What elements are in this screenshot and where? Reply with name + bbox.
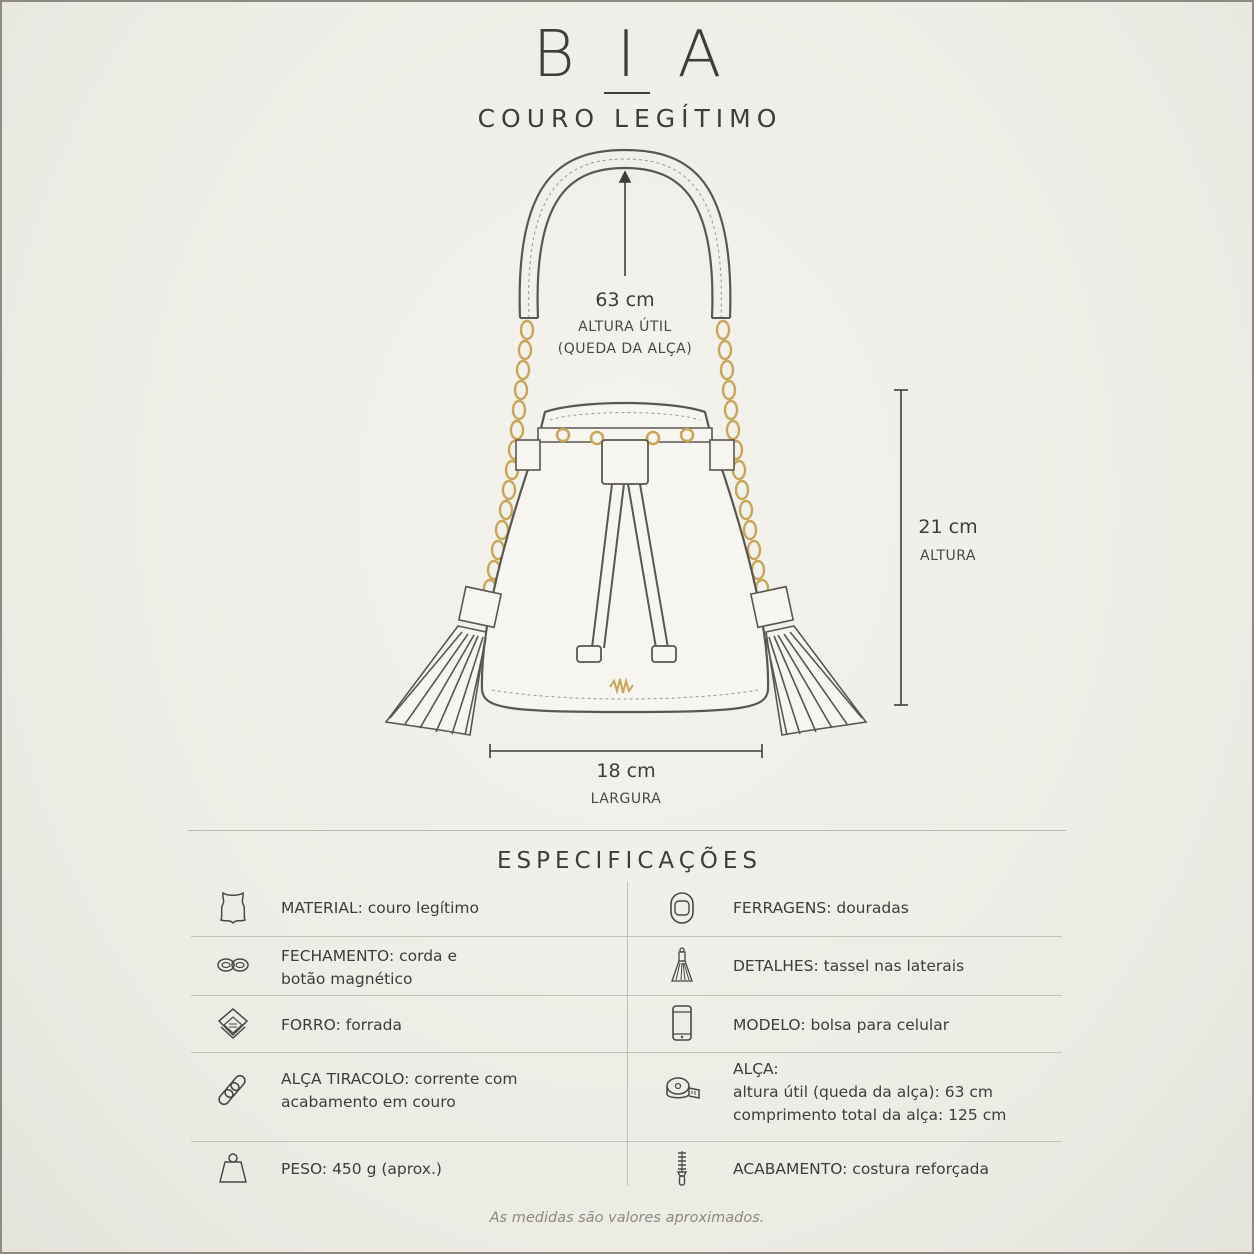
tassel-icon bbox=[671, 947, 693, 982]
spec-key: MATERIAL bbox=[281, 899, 358, 917]
hardware-ring-icon bbox=[670, 892, 694, 924]
spec-alca-tiracolo: ALÇA TIRACOLO: corrente com acabamento e… bbox=[281, 1068, 611, 1114]
width-dimension-line bbox=[489, 744, 763, 758]
spec-ferragens: FERRAGENS: douradas bbox=[733, 897, 1063, 920]
specs-title: ESPECIFICAÇÕES bbox=[496, 848, 763, 874]
brand-subtitle: COURO LEGÍTIMO bbox=[477, 104, 783, 133]
bag-illustration bbox=[384, 148, 908, 758]
measuring-tape-icon bbox=[666, 1077, 700, 1099]
bag-body bbox=[480, 401, 770, 714]
brand-underline bbox=[604, 92, 650, 94]
brand-title: BIA bbox=[532, 18, 764, 92]
zipper-icon bbox=[676, 1151, 688, 1186]
chain-link-icon bbox=[218, 1074, 246, 1106]
spec-key: FORRO bbox=[281, 1016, 336, 1034]
cord-loop-icon bbox=[217, 958, 249, 972]
lining-fabric-icon bbox=[217, 1008, 249, 1040]
spec-value: : 450 g (aprox.) bbox=[321, 1160, 442, 1178]
phone-icon bbox=[672, 1005, 692, 1041]
spec-value-line2: acabamento em couro bbox=[281, 1093, 456, 1111]
weight-icon bbox=[219, 1153, 247, 1183]
spec-acabamento: ACABAMENTO: costura reforçada bbox=[733, 1158, 1063, 1181]
spec-value: : douradas bbox=[826, 899, 909, 917]
spec-key: ALÇA bbox=[733, 1060, 774, 1078]
specs-row-divider bbox=[191, 936, 1062, 937]
spec-value-line3: comprimento total da alça: 125 cm bbox=[733, 1106, 1007, 1124]
spec-value: : costura reforçada bbox=[842, 1160, 989, 1178]
specs-row-divider bbox=[191, 1141, 1062, 1142]
spec-key: PESO bbox=[281, 1160, 322, 1178]
height-dimension-value: 21 cm bbox=[918, 516, 978, 538]
spec-fechamento: FECHAMENTO: corda e botão magnético bbox=[281, 945, 611, 991]
spec-alca: ALÇA: altura útil (queda da alça): 63 cm… bbox=[733, 1058, 1063, 1127]
strap-dimension-label: ALTURA ÚTIL bbox=[578, 319, 672, 335]
width-dimension-label: LARGURA bbox=[590, 791, 662, 807]
spec-modelo: MODELO: bolsa para celular bbox=[733, 1014, 1063, 1037]
specs-column-divider bbox=[627, 882, 628, 1186]
spec-value-line2: botão magnético bbox=[281, 970, 413, 988]
spec-value: : corrente com bbox=[404, 1070, 518, 1088]
width-dimension-value: 18 cm bbox=[596, 760, 656, 782]
specs-row-divider bbox=[191, 995, 1062, 996]
strap-dimension-arrow bbox=[618, 170, 632, 276]
spec-forro: FORRO: forrada bbox=[281, 1014, 611, 1037]
height-dimension-label: ALTURA bbox=[920, 548, 976, 564]
spec-detalhes: DETALHES: tassel nas laterais bbox=[733, 955, 1063, 978]
section-divider bbox=[188, 830, 1066, 831]
specs-row-divider bbox=[191, 1052, 1062, 1053]
spec-key: MODELO bbox=[733, 1016, 801, 1034]
right-tassel bbox=[749, 585, 868, 736]
strap-dimension-sublabel: (QUEDA DA ALÇA) bbox=[557, 341, 693, 357]
spec-key: ALÇA TIRACOLO bbox=[281, 1070, 405, 1088]
spec-value: : corda e bbox=[388, 947, 458, 965]
footer-note: As medidas são valores aproximados. bbox=[489, 1210, 765, 1226]
spec-key: ACABAMENTO bbox=[733, 1160, 843, 1178]
spec-value: : tassel nas laterais bbox=[813, 957, 965, 975]
strap-dimension-value: 63 cm bbox=[595, 289, 655, 311]
height-dimension-line bbox=[894, 389, 908, 706]
spec-material: MATERIAL: couro legítimo bbox=[281, 897, 611, 920]
spec-key: FERRAGENS bbox=[733, 899, 827, 917]
spec-value-line2: altura útil (queda da alça): 63 cm bbox=[733, 1083, 994, 1101]
leather-hide-icon bbox=[220, 891, 246, 925]
leather-handle bbox=[518, 148, 732, 319]
left-tassel bbox=[384, 585, 503, 736]
spec-value: : bolsa para celular bbox=[800, 1016, 950, 1034]
spec-peso: PESO: 450 g (aprox.) bbox=[281, 1158, 611, 1181]
spec-key: DETALHES bbox=[733, 957, 814, 975]
spec-value: : bbox=[773, 1060, 779, 1078]
spec-value: : couro legítimo bbox=[357, 899, 479, 917]
spec-key: FECHAMENTO bbox=[281, 947, 389, 965]
spec-value: : forrada bbox=[335, 1016, 402, 1034]
